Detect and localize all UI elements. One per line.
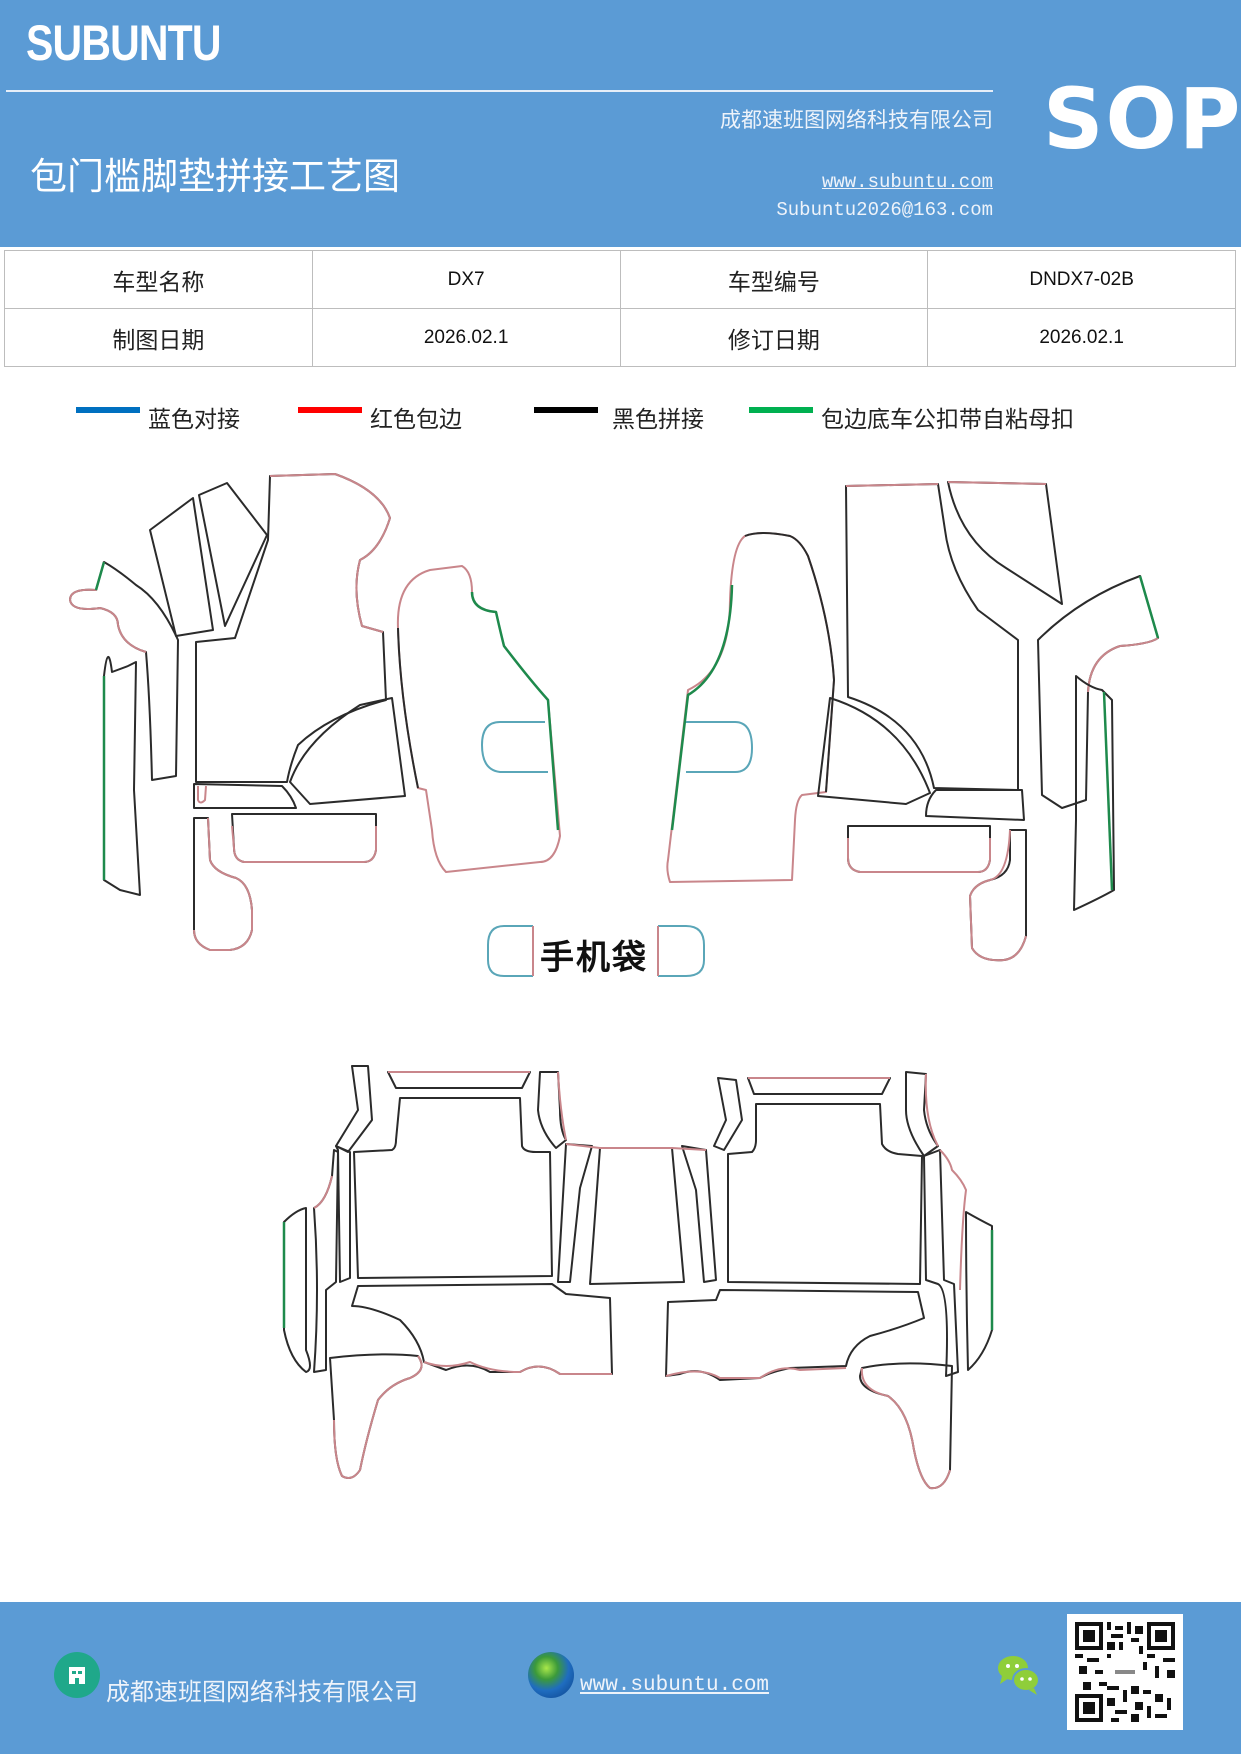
model-name-label: 车型名称: [4, 250, 313, 309]
green-line-swatch: [749, 407, 813, 413]
model-code-value: DNDX7-02B: [927, 250, 1236, 309]
model-code-label: 车型编号: [619, 250, 929, 309]
footer-banner: 成都速班图网络科技有限公司 www.subuntu.com: [0, 1602, 1241, 1754]
phone-pocket-label: 手机袋: [540, 938, 648, 978]
legend-label: 红色包边: [370, 407, 462, 433]
model-name-value: DX7: [311, 250, 621, 309]
legend-item-green: 包边底车公扣带自粘母扣: [749, 400, 1074, 434]
table-row: 制图日期 2026.02.1 修订日期 2026.02.1: [4, 308, 1236, 367]
front-left-mat-group: [69, 473, 561, 951]
email-address: Subuntu2026@163.com: [776, 199, 993, 221]
red-line-swatch: [298, 407, 362, 413]
mat-pieces-drawing: [69, 473, 1160, 1490]
revision-date-label: 修订日期: [619, 308, 929, 367]
footer-website-link[interactable]: www.subuntu.com: [580, 1674, 770, 1697]
wechat-icon: [998, 1656, 1040, 1695]
rear-mat-group: [282, 1065, 994, 1490]
black-line-swatch: [534, 407, 598, 413]
drawing-date-label: 制图日期: [4, 308, 313, 367]
legend-label: 蓝色对接: [148, 407, 240, 433]
blue-line-swatch: [76, 407, 140, 413]
building-icon: [54, 1652, 100, 1698]
floor-mat-diagram: 手机袋: [0, 460, 1241, 1520]
brand-logo: SUBUNTU: [26, 15, 222, 71]
table-row: 车型名称 DX7 车型编号 DNDX7-02B: [4, 250, 1236, 309]
globe-icon: [528, 1652, 574, 1698]
phone-pocket-group: [487, 925, 705, 977]
front-right-mat-group: [666, 481, 1160, 962]
revision-date-value: 2026.02.1: [927, 308, 1236, 367]
page-title: 包门槛脚垫拼接工艺图: [30, 155, 400, 198]
legend-item-red: 红色包边: [298, 400, 462, 434]
line-legend: 蓝色对接 红色包边 黑色拼接 包边底车公扣带自粘母扣: [0, 400, 1241, 440]
legend-item-black: 黑色拼接: [534, 400, 704, 434]
company-name: 成都速班图网络科技有限公司: [720, 108, 993, 132]
legend-label: 黑色拼接: [612, 407, 704, 433]
vehicle-info-table: 车型名称 DX7 车型编号 DNDX7-02B 制图日期 2026.02.1 修…: [4, 250, 1236, 367]
footer-company-name: 成都速班图网络科技有限公司: [106, 1678, 418, 1706]
header-banner: SUBUNTU 包门槛脚垫拼接工艺图 成都速班图网络科技有限公司 www.sub…: [0, 0, 1241, 247]
drawing-date-value: 2026.02.1: [311, 308, 621, 367]
qr-code-pattern: [1075, 1622, 1175, 1722]
qr-code[interactable]: [1067, 1614, 1183, 1730]
sop-badge: SOP: [1043, 70, 1241, 168]
legend-item-blue: 蓝色对接: [76, 400, 240, 434]
website-link[interactable]: www.subuntu.com: [821, 171, 993, 193]
building-glyph: [69, 1667, 85, 1684]
legend-label: 包边底车公扣带自粘母扣: [821, 407, 1074, 433]
header-divider: [6, 90, 993, 92]
